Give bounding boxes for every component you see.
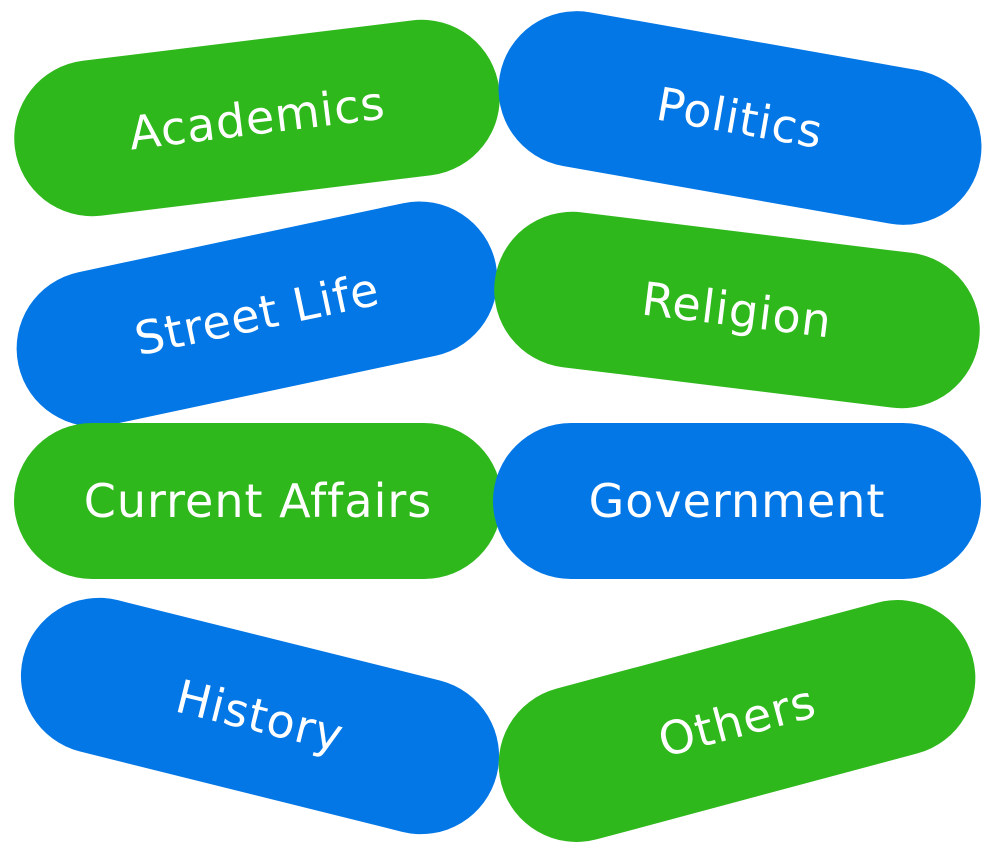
pill-academics[interactable]: Academics — [5, 10, 509, 226]
pill-label: Religion — [638, 271, 836, 349]
pill-label: Street Life — [129, 261, 385, 367]
pill-government[interactable]: Government — [493, 423, 981, 579]
pill-religion[interactable]: Religion — [485, 202, 989, 418]
pill-label: Others — [652, 674, 822, 768]
pill-label: Government — [588, 474, 886, 528]
pill-label: History — [170, 669, 350, 763]
pill-history[interactable]: History — [4, 581, 516, 851]
pill-label: Academics — [125, 75, 389, 161]
pill-street-life[interactable]: Street Life — [2, 186, 512, 442]
pill-label: Current Affairs — [83, 474, 433, 528]
pill-others[interactable]: Others — [481, 582, 993, 860]
pill-current-affairs[interactable]: Current Affairs — [14, 423, 502, 579]
pill-politics[interactable]: Politics — [486, 0, 994, 238]
pill-label: Politics — [652, 76, 828, 160]
